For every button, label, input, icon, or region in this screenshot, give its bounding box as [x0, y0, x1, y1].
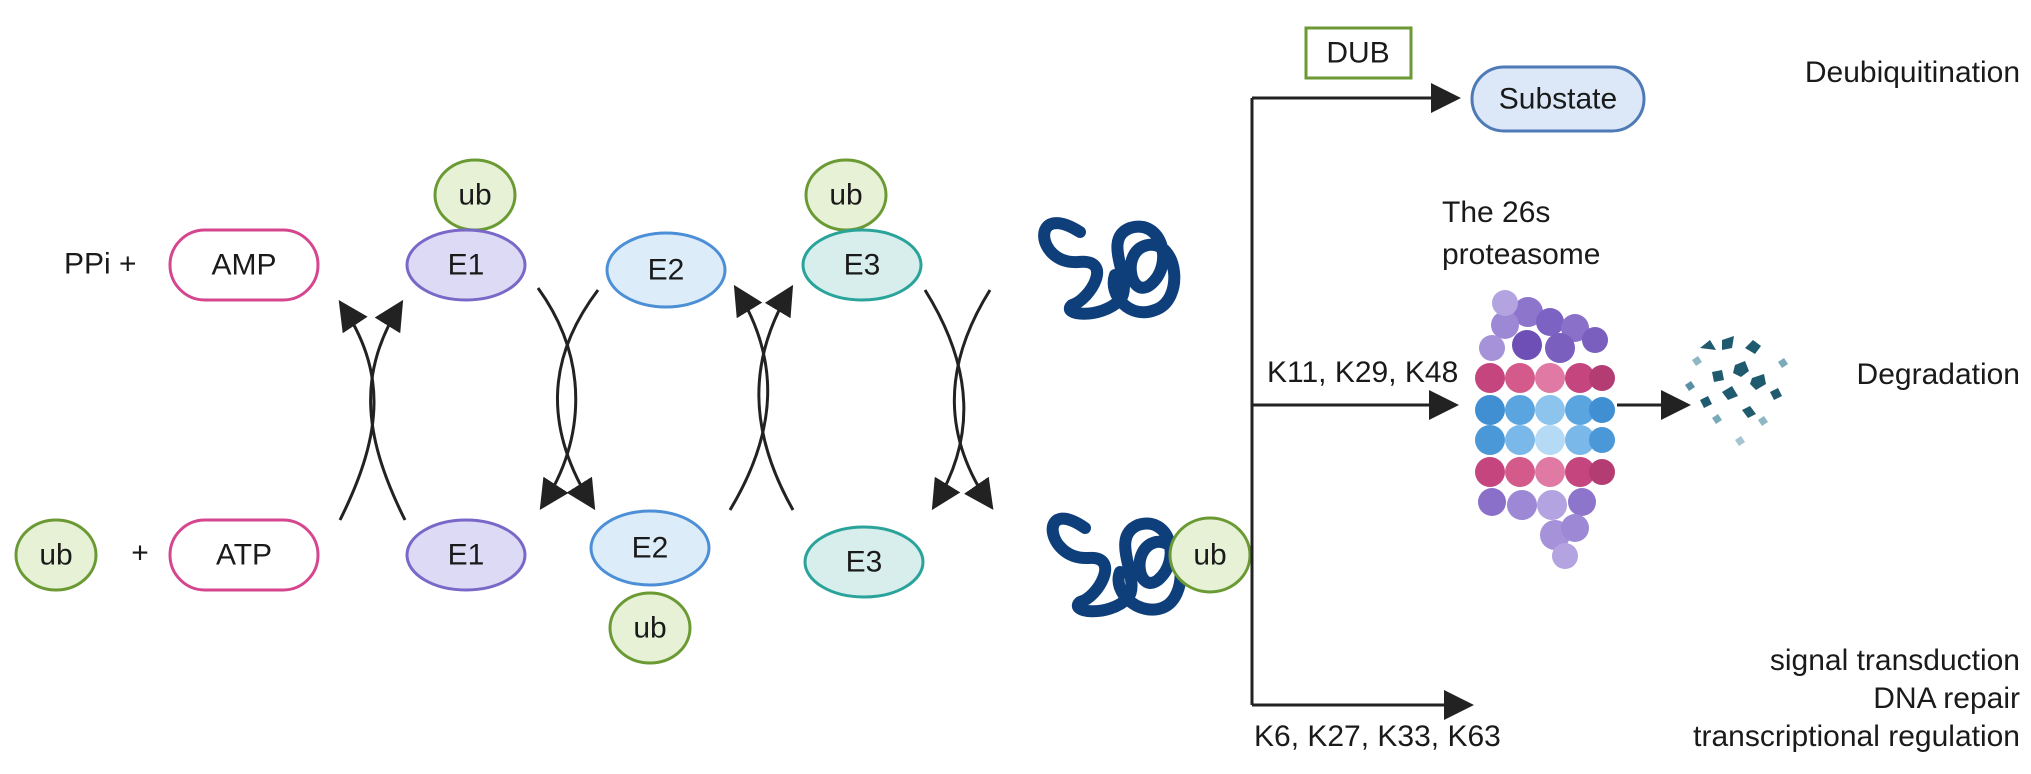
- e2-bottom-label: E2: [632, 532, 669, 565]
- arrow-e2-to-e3: [728, 284, 770, 511]
- e3-top-ub-label: ub: [829, 179, 862, 212]
- e3-bottom-label: E3: [846, 546, 883, 579]
- e1-bottom-shape: [405, 518, 527, 592]
- substrate-ub-label: ub: [1193, 539, 1226, 572]
- proteasome-beta-rings: [1475, 395, 1615, 455]
- e1-top-ub-label: ub: [458, 179, 491, 212]
- arrow-e1-to-e1-bottom: [536, 287, 578, 511]
- arrow-e1-activation: [369, 299, 407, 521]
- degradation-label: Degradation: [1857, 358, 2020, 391]
- e2-bottom-shape: [589, 509, 711, 587]
- arrow-e3-to-substrate: [923, 289, 966, 511]
- ppi-label: PPi +: [64, 248, 137, 281]
- proteasome-alpha-ring-top: [1475, 363, 1615, 393]
- outcome-dna-repair: DNA repair: [1873, 682, 2020, 715]
- proteasome-cap-top: [1479, 290, 1608, 363]
- proteasome-alpha-ring-bottom: [1475, 457, 1615, 487]
- arrow-atp-to-amp: [338, 299, 376, 521]
- e2-top-label: E2: [648, 254, 685, 287]
- e3-top-label: E3: [844, 249, 881, 282]
- arrow-e2-to-e2-bottom: [556, 289, 600, 511]
- deubiquitination-label: Deubiquitination: [1805, 56, 2020, 89]
- atp-node: ATP: [168, 518, 320, 592]
- ubiquitinated-substrate-icon: [1046, 512, 1187, 618]
- amp-label: AMP: [211, 249, 276, 282]
- e3-top-shape: [801, 228, 923, 302]
- substrate-ub-node: ub: [1168, 516, 1252, 594]
- substrate-label: Substate: [1499, 83, 1617, 116]
- ub-free-node: ub: [14, 518, 98, 592]
- peptide-fragments-icon: [1685, 336, 1788, 446]
- k-degradation-label: K11, K29, K48: [1267, 356, 1458, 389]
- arrow-substrate-ub: [952, 289, 994, 510]
- e1-top-node: ub E1: [405, 158, 527, 302]
- substrate-node-shape: [1470, 65, 1646, 133]
- proteasome-label-line2: proteasome: [1442, 238, 1600, 271]
- outcome-signal-transduction: signal transduction: [1770, 644, 2020, 677]
- cycle-arrows: [338, 284, 994, 521]
- e3-bottom-node: E3: [803, 525, 925, 599]
- e2-top-shape: [605, 231, 727, 309]
- ub-free-label: ub: [39, 539, 72, 572]
- e2-top-node: E2: [605, 231, 727, 309]
- arrow-e3-activation: [757, 284, 795, 511]
- branch-lines: [1250, 83, 1691, 720]
- e1-top-shape: [405, 228, 527, 302]
- dub-label: DUB: [1326, 37, 1389, 70]
- dub-box: DUB: [1304, 26, 1413, 80]
- ub-free-shape: [14, 518, 98, 592]
- dub-box-shape: [1304, 26, 1413, 80]
- e3-top-node: ub E3: [801, 158, 923, 302]
- e2-bottom-node: E2 ub: [589, 509, 711, 665]
- e1-bottom-label: E1: [448, 539, 485, 572]
- amp-node-shape: [168, 228, 320, 302]
- plus-sign: +: [131, 537, 149, 570]
- atp-label: ATP: [216, 539, 272, 572]
- amp-node: AMP: [168, 228, 320, 302]
- e2-bottom-ub-shape: [608, 591, 692, 665]
- e1-bottom-node: E1: [405, 518, 527, 592]
- e3-bottom-shape: [803, 525, 925, 599]
- e2-bottom-ub-label: ub: [633, 612, 666, 645]
- atp-node-shape: [168, 518, 320, 592]
- proteasome-cap-bottom: [1478, 488, 1596, 569]
- protein-substrate-icon: [1038, 217, 1181, 320]
- k-signal-label: K6, K27, K33, K63: [1254, 720, 1501, 753]
- substrate-ub-shape: [1168, 516, 1252, 594]
- proteasome-label-line1: The 26s: [1442, 196, 1550, 229]
- e1-top-label: E1: [448, 249, 485, 282]
- substrate-node: Substate: [1470, 65, 1646, 133]
- outcome-transcriptional-regulation: transcriptional regulation: [1693, 720, 2020, 753]
- proteasome-icon: [1475, 290, 1615, 569]
